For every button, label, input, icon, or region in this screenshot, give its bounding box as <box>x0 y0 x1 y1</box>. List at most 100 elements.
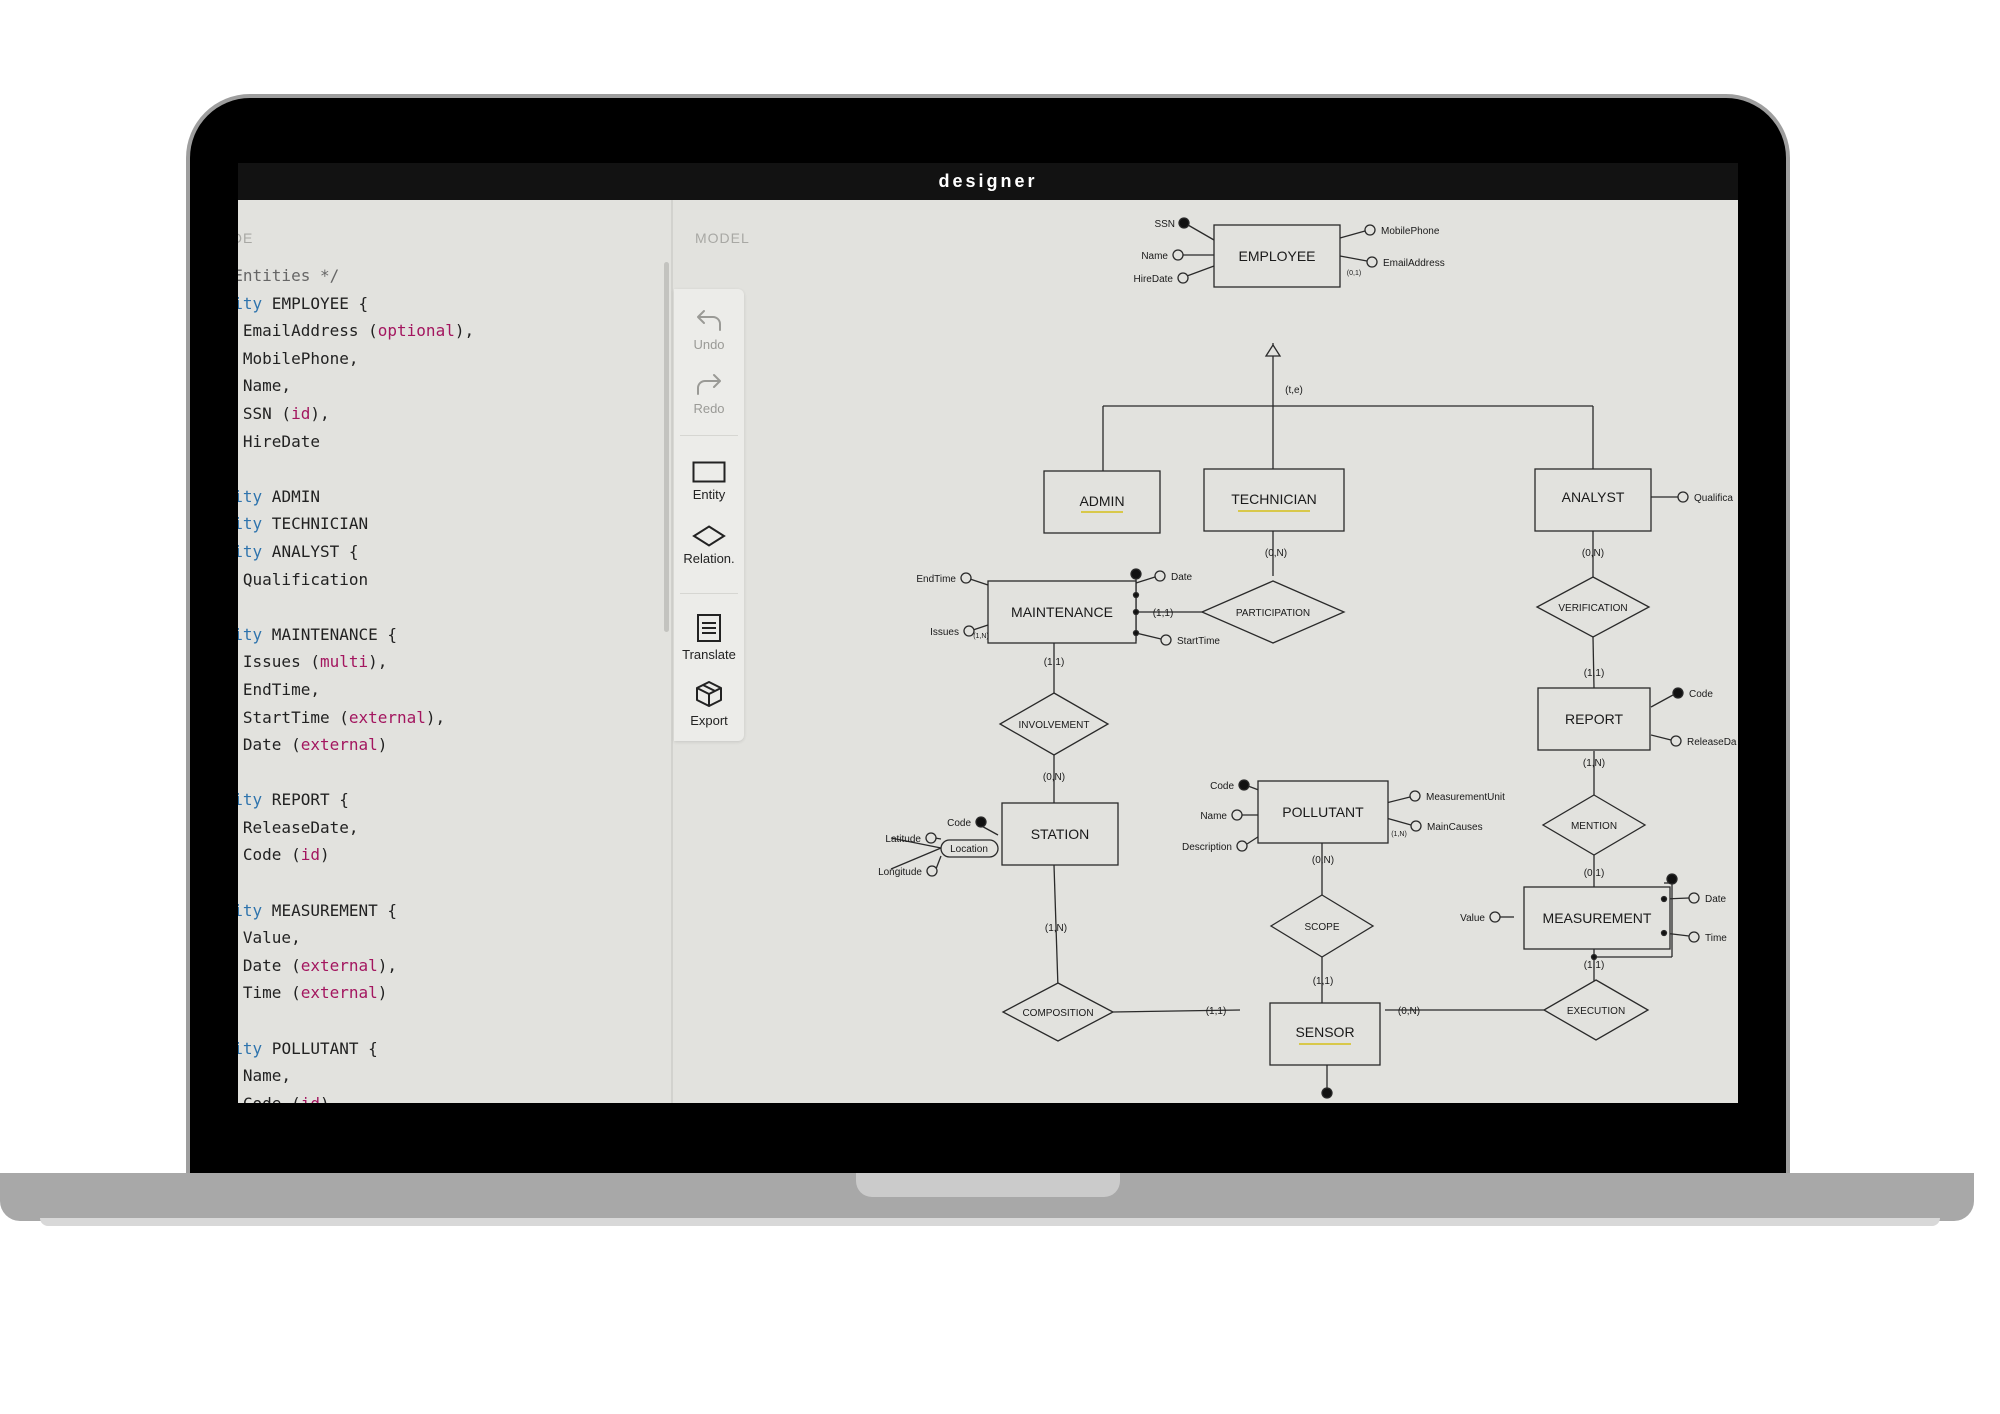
entity-employee[interactable]: EMPLOYEE <box>1213 224 1341 288</box>
code-line[interactable]: ntity MAINTENANCE { <box>238 621 474 649</box>
code-text: SSN ( <box>242 403 292 423</box>
attr-poll-code-label: Code <box>1210 781 1234 792</box>
undo-label: Undo <box>693 337 725 352</box>
entity-maintenance-label: MAINTENANCE <box>1011 604 1113 620</box>
code-line[interactable]: ntity EMPLOYEE { <box>238 290 474 318</box>
code-line[interactable]: ntity ANALYST { <box>238 538 474 566</box>
code-line[interactable]: EmailAddress (optional), <box>238 317 474 345</box>
code-keyword: ntity <box>238 486 263 506</box>
attr-meas-time-label: Time <box>1705 933 1727 944</box>
attr-location[interactable]: Location <box>940 839 999 858</box>
code-line[interactable]: ReleaseDate, <box>238 814 474 842</box>
code-text: Code ( <box>242 845 301 865</box>
code-line[interactable]: Code (id) <box>238 841 474 869</box>
attr-station-code-label: Code <box>947 818 971 829</box>
title-bar: designer <box>238 163 1738 200</box>
relation-execution[interactable]: EXECUTION <box>1542 979 1650 1041</box>
code-editor-panel[interactable]: ODE * Entities */ntity EMPLOYEE { EmailA… <box>238 200 672 1103</box>
attr-emailaddress-dot <box>1366 256 1378 268</box>
code-text: ADMIN <box>262 486 320 506</box>
code-line[interactable]: HireDate <box>238 428 474 456</box>
code-text: ReleaseDate, <box>242 817 359 837</box>
attr-description-label: Description <box>1182 842 1232 853</box>
entity-measurement-label: MEASUREMENT <box>1543 910 1652 926</box>
code-line[interactable]: Code (id) <box>238 1090 474 1103</box>
entity-measurement[interactable]: MEASUREMENT <box>1523 886 1671 950</box>
attr-emailaddress-label: EmailAddress <box>1383 258 1445 269</box>
code-text: POLLUTANT { <box>262 1038 378 1058</box>
relation-participation-label: PARTICIPATION <box>1236 608 1310 619</box>
entity-station[interactable]: STATION <box>1001 802 1119 866</box>
code-keyword: ntity <box>238 1038 263 1058</box>
code-line[interactable]: Issues (multi), <box>238 648 474 676</box>
code-line[interactable]: Time (external) <box>238 979 474 1007</box>
attr-issues-label: Issues <box>930 627 959 638</box>
attr-report-code-label: Code <box>1689 689 1713 700</box>
code-keyword: ntity <box>238 790 263 810</box>
relation-verification[interactable]: VERIFICATION <box>1535 576 1651 638</box>
entity-analyst[interactable]: ANALYST <box>1534 468 1652 532</box>
panel-divider[interactable] <box>671 200 673 1103</box>
entity-report[interactable]: REPORT <box>1537 687 1651 751</box>
code-text: Code ( <box>238 1094 301 1103</box>
code-line[interactable]: ntity REPORT { <box>238 786 474 814</box>
translate-button[interactable]: Translate <box>674 613 744 662</box>
attr-ssn-dot <box>1178 217 1190 229</box>
export-button[interactable]: Export <box>674 679 744 728</box>
app-title: designer <box>938 171 1038 191</box>
attr-releasedate-label: ReleaseDa <box>1687 737 1737 748</box>
relation-composition[interactable]: COMPOSITION <box>1001 982 1115 1042</box>
relation-composition-label: COMPOSITION <box>1022 1008 1093 1019</box>
code-text: Date ( <box>242 955 301 975</box>
code-line[interactable]: Name, <box>238 1062 474 1090</box>
entity-tool-button[interactable]: Entity <box>674 461 744 502</box>
relation-tool-button[interactable]: Relation. <box>674 525 744 566</box>
code-comment: * Entities */ <box>238 266 340 285</box>
attr-measurementunit-dot <box>1409 790 1421 802</box>
attr-description-dot <box>1236 840 1248 852</box>
entity-pollutant[interactable]: POLLUTANT <box>1257 780 1389 844</box>
relation-execution-label: EXECUTION <box>1567 1006 1625 1017</box>
relation-mention[interactable]: MENTION <box>1541 794 1647 856</box>
code-modifier: multi <box>319 652 369 672</box>
undo-icon <box>697 310 721 331</box>
code-scrollbar[interactable] <box>664 262 669 632</box>
code-editor[interactable]: * Entities */ ntity EMPLOYEE { EmailAddre… <box>238 262 474 1103</box>
code-line[interactable]: Name, <box>238 372 474 400</box>
redo-button[interactable]: Redo <box>674 369 744 416</box>
relation-participation[interactable]: PARTICIPATION <box>1200 580 1346 644</box>
relation-verification-label: VERIFICATION <box>1558 603 1627 614</box>
code-line[interactable]: Date (external) <box>238 731 474 759</box>
attr-mobilephone-label: MobilePhone <box>1381 226 1440 237</box>
code-line[interactable]: StartTime (external), <box>238 704 474 732</box>
code-keyword: ntity <box>238 900 263 920</box>
attr-mobilephone-dot <box>1364 224 1376 236</box>
code-line[interactable]: EndTime, <box>238 676 474 704</box>
code-modifier: id <box>300 845 320 865</box>
entity-maintenance[interactable]: MAINTENANCE <box>987 580 1137 644</box>
code-line[interactable]: MobilePhone, <box>238 345 474 373</box>
code-line[interactable]: ntity TECHNICIAN <box>238 510 474 538</box>
relation-scope[interactable]: SCOPE <box>1269 894 1375 958</box>
code-line[interactable]: SSN (id), <box>238 400 474 428</box>
code-line[interactable]: Date (external), <box>238 952 474 980</box>
code-text: Qualification <box>242 569 369 589</box>
code-line[interactable]: Value, <box>238 924 474 952</box>
code-line[interactable]: * Entities */ <box>238 262 474 290</box>
entity-admin[interactable]: ADMIN <box>1043 470 1161 534</box>
relation-involvement-label: INVOLVEMENT <box>1019 720 1090 731</box>
attr-poll-name-label: Name <box>1200 811 1227 822</box>
code-line[interactable]: ntity POLLUTANT { <box>238 1035 474 1063</box>
card-maincauses: (1,N) <box>1391 831 1407 838</box>
code-line[interactable]: Qualification <box>238 566 474 594</box>
maintenance-id-dot <box>1130 568 1142 580</box>
attr-releasedate-dot <box>1670 735 1682 747</box>
entity-technician[interactable]: TECHNICIAN <box>1203 468 1345 532</box>
entity-sensor[interactable]: SENSOR <box>1269 1002 1381 1066</box>
er-diagram-canvas[interactable]: EMPLOYEE ADMIN TECHNICIAN ANALYST MAINTE… <box>238 163 1738 1103</box>
relation-involvement[interactable]: INVOLVEMENT <box>998 692 1110 756</box>
translate-document-icon <box>697 614 721 642</box>
undo-button[interactable]: Undo <box>674 305 744 352</box>
code-line[interactable]: ntity ADMIN <box>238 483 474 511</box>
code-line[interactable]: ntity MEASUREMENT { <box>238 897 474 925</box>
